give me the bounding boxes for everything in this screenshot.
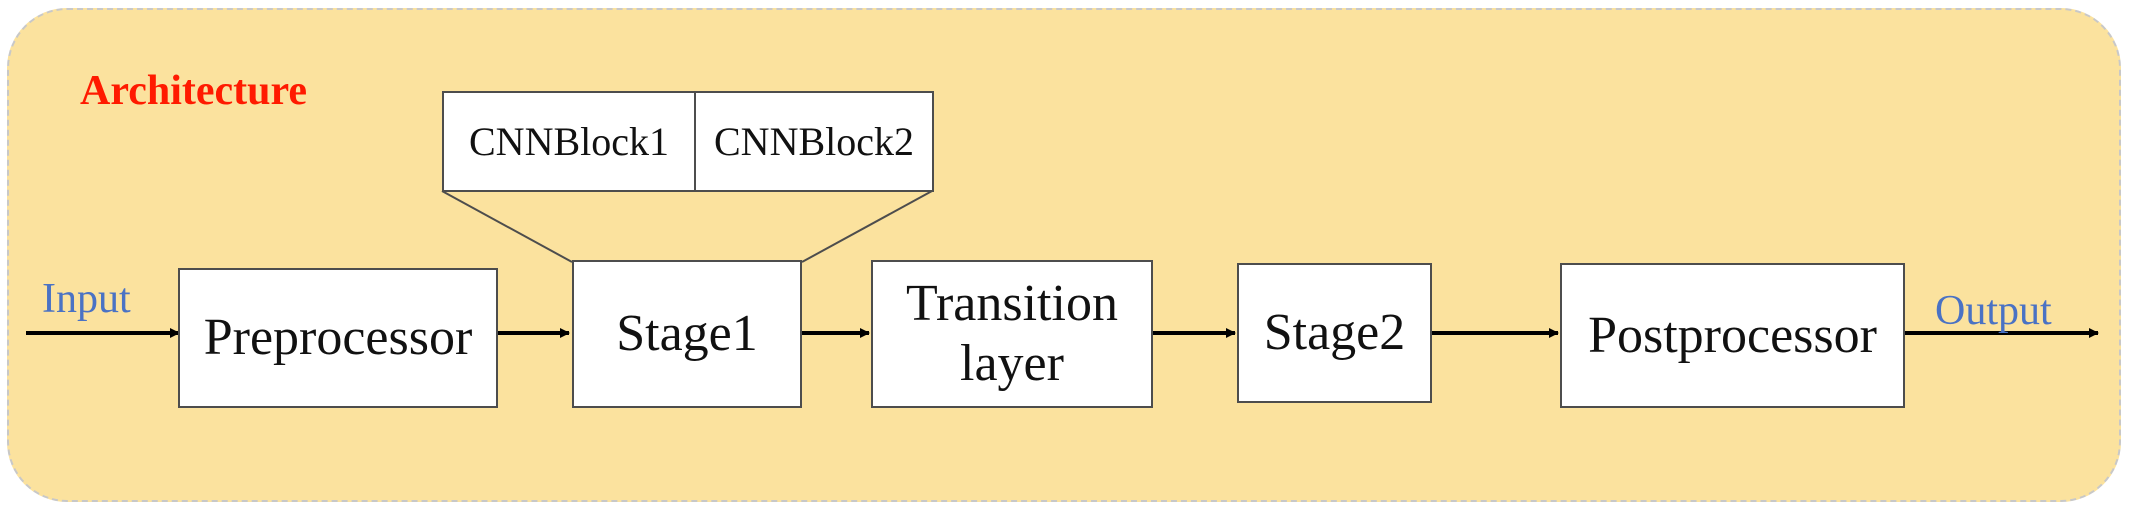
stage2-block: Stage2 — [1237, 263, 1432, 403]
cnn-block-1: CNNBlock1 — [442, 91, 696, 192]
output-label: Output — [1935, 288, 2052, 334]
architecture-panel — [7, 8, 2121, 502]
postprocessor-label: Postprocessor — [1588, 306, 1877, 364]
stage1-label: Stage1 — [616, 305, 758, 363]
cnn-block-2-label: CNNBlock2 — [714, 118, 914, 164]
stage1-block: Stage1 — [572, 260, 802, 408]
transition-layer-label: Transition layer — [906, 275, 1118, 392]
input-label: Input — [42, 276, 131, 322]
postprocessor-block: Postprocessor — [1560, 263, 1905, 408]
transition-layer-block: Transition layer — [871, 260, 1153, 408]
stage2-label: Stage2 — [1263, 304, 1406, 362]
zoom-line-left — [441, 190, 573, 263]
diagram-title: Architecture — [80, 68, 308, 114]
cnn-block-1-label: CNNBlock1 — [469, 118, 669, 164]
preprocessor-block: Preprocessor — [178, 268, 498, 408]
zoom-line-right — [801, 190, 933, 263]
preprocessor-label: Preprocessor — [203, 309, 473, 367]
cnn-block-2: CNNBlock2 — [694, 91, 934, 192]
